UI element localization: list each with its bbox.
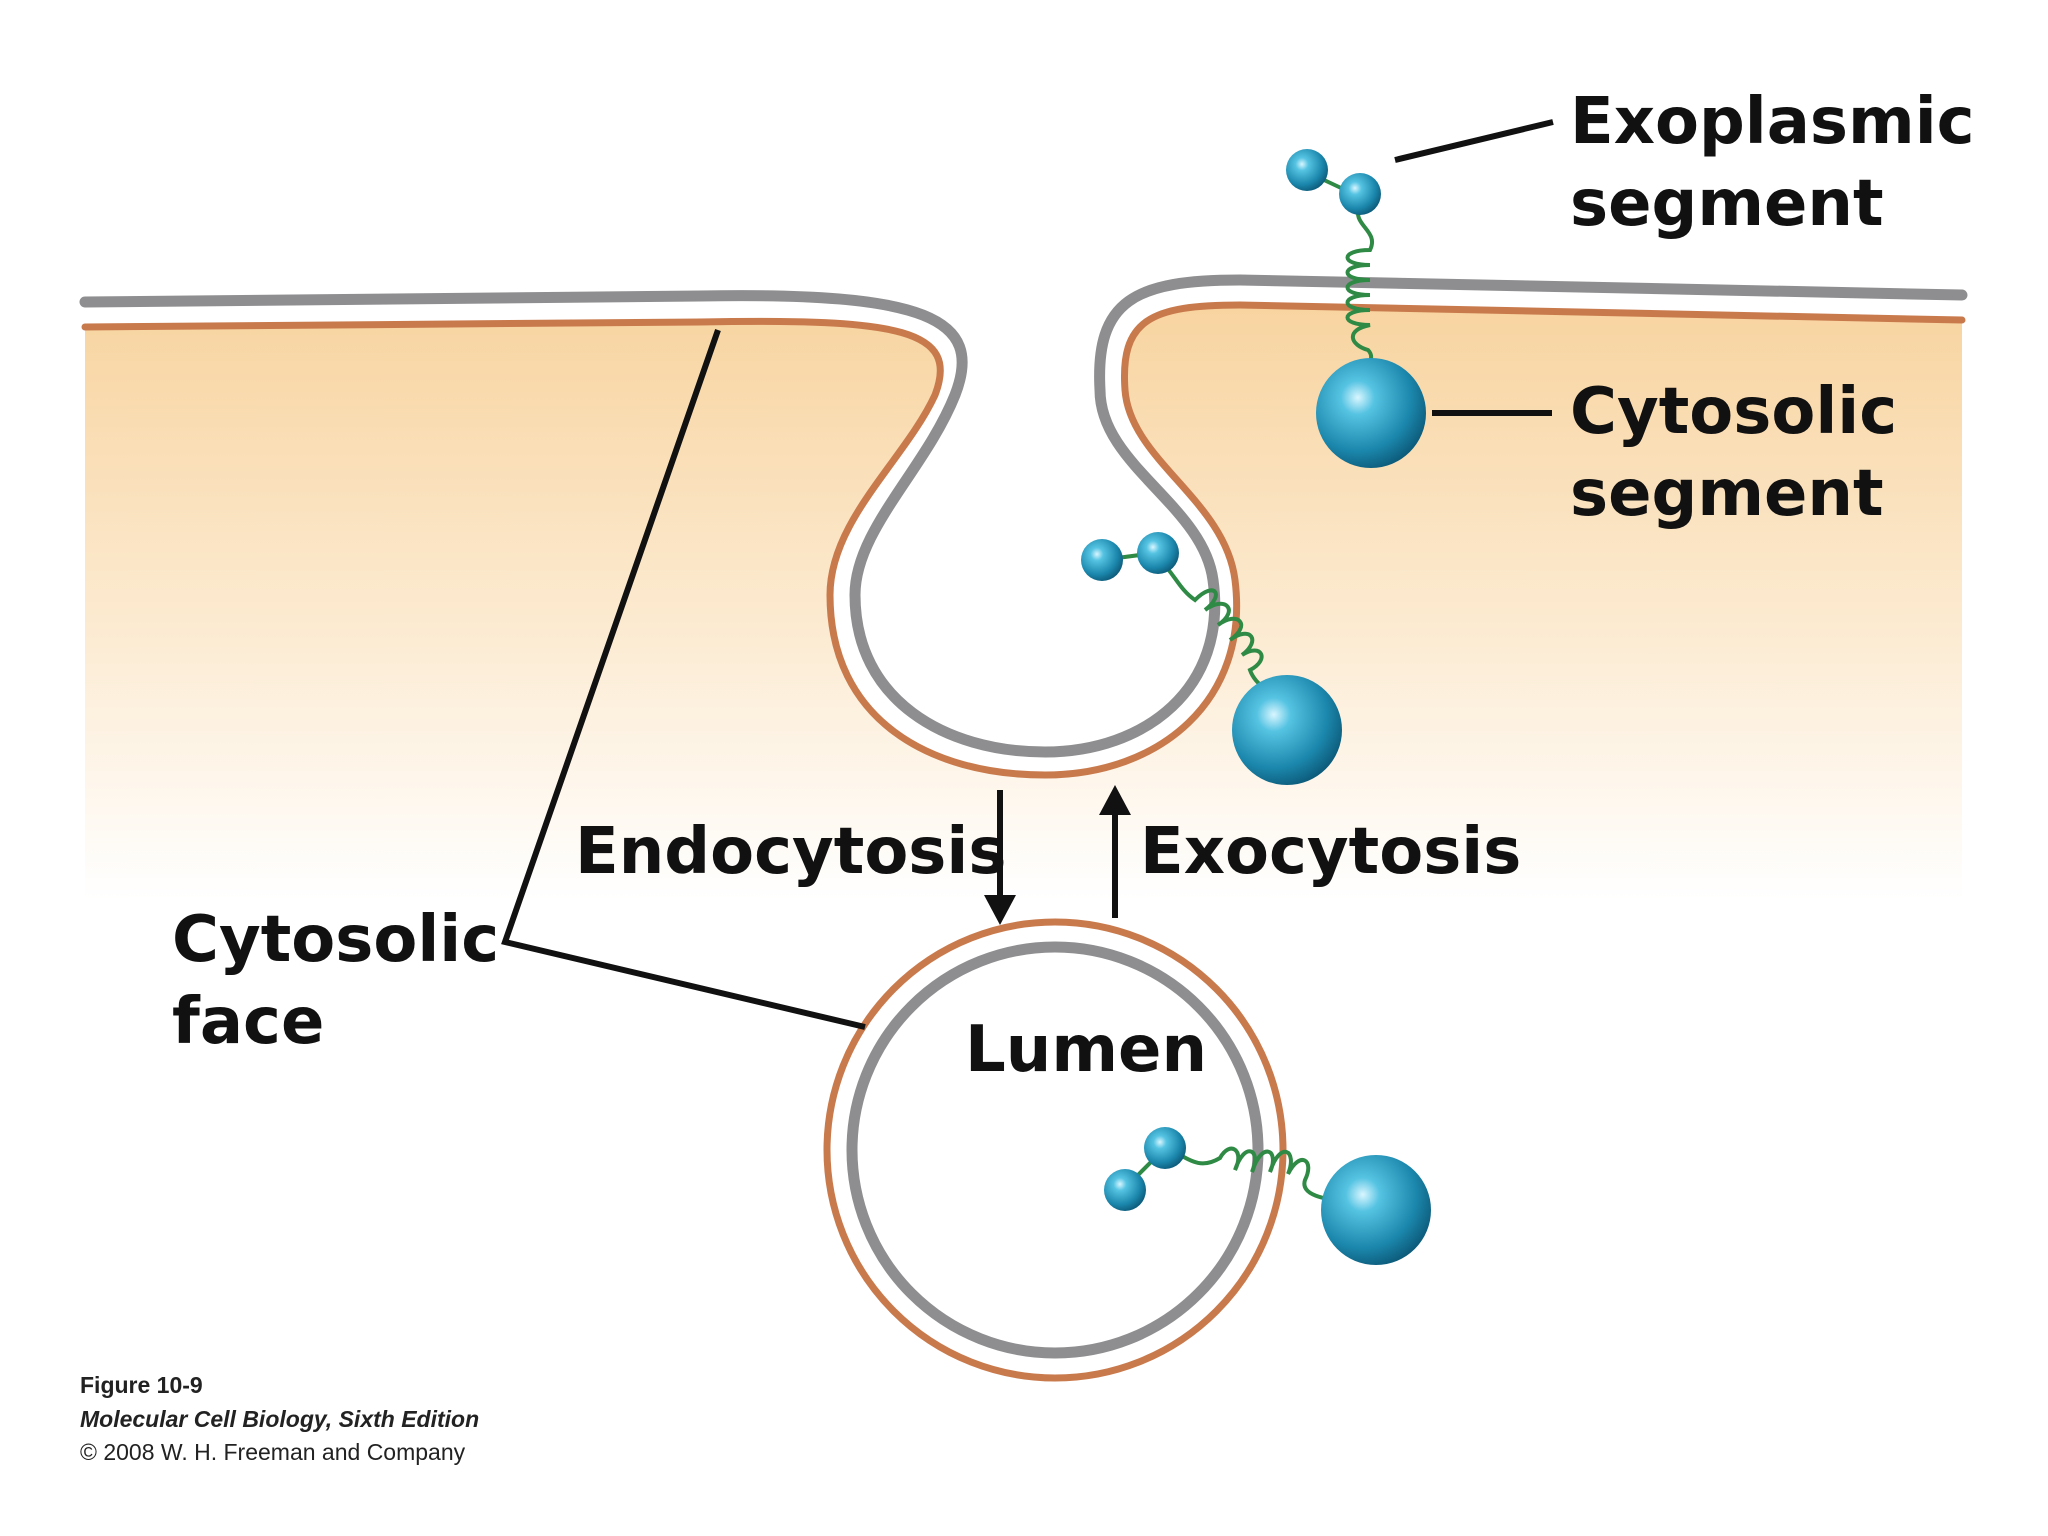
membrane-protein-plasma-membrane <box>1286 149 1426 468</box>
plasma-membrane-cytosolic-leaflet <box>81 301 1966 779</box>
cytosolic-segment-label-line2: segment <box>1570 457 1884 531</box>
figure-number: Figure 10-9 <box>80 1372 203 1398</box>
vesicle-cytosolic-leaflet <box>823 918 1287 1382</box>
exocytosis-label: Exocytosis <box>1140 815 1522 889</box>
copyright-notice: © 2008 W. H. Freeman and Company <box>80 1439 466 1465</box>
membrane-protein-budding <box>1081 532 1342 785</box>
plasma-membrane-exoplasmic-leaflet <box>79 274 1968 758</box>
leader-cytosolic-face <box>501 329 866 1030</box>
cytosolic-face-label-line1: Cytosolic <box>172 903 500 977</box>
exocytosis-arrow <box>1099 785 1131 918</box>
endocytosis-arrow <box>984 790 1016 925</box>
endocytosis-label: Endocytosis <box>575 815 1007 889</box>
cytosol-region <box>85 305 1962 900</box>
lumen-label: Lumen <box>965 1013 1207 1087</box>
vesicle-exoplasmic-leaflet <box>846 941 1264 1359</box>
cytosolic-face-label-line2: face <box>172 985 325 1059</box>
exoplasmic-segment-label-line1: Exoplasmic <box>1570 85 1975 159</box>
cytosolic-segment-label-line1: Cytosolic <box>1570 375 1898 449</box>
exoplasmic-segment-label-line2: segment <box>1570 167 1884 241</box>
membrane-protein-vesicle <box>1104 1127 1431 1265</box>
leader-exoplasmic-segment <box>1394 119 1554 163</box>
book-title: Molecular Cell Biology, Sixth Edition <box>80 1406 480 1432</box>
